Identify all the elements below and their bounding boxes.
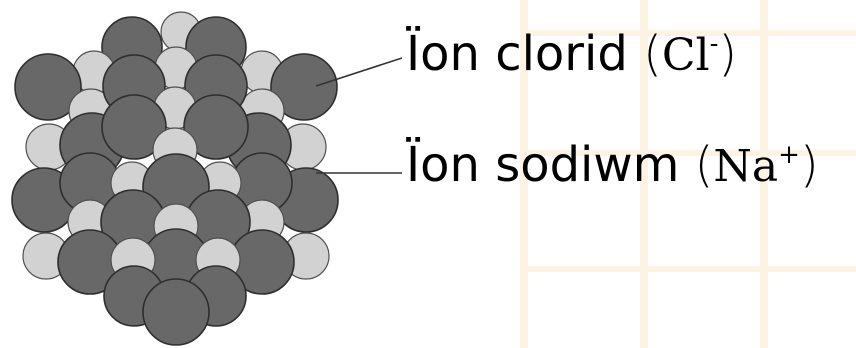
- chloride-ion-sphere: [270, 53, 338, 121]
- open-paren: (: [694, 137, 714, 193]
- chloride-leader-line: [315, 57, 403, 87]
- sodium-ion-name: Ïon sodiwm: [406, 137, 680, 193]
- chloride-charge: -: [709, 29, 719, 59]
- chloride-ion-sphere: [183, 94, 249, 160]
- sodium-symbol: Na: [713, 141, 779, 192]
- chloride-symbol: Cl: [661, 30, 710, 81]
- sodium-charge: +: [778, 140, 800, 170]
- chloride-ion-name: Ïon clorid: [406, 26, 628, 82]
- chloride-ion-sphere: [142, 278, 210, 346]
- close-paren: ): [718, 26, 738, 82]
- faint-grid-pattern: [520, 0, 856, 348]
- chloride-ion-sphere: [101, 94, 167, 160]
- chloride-ion-label: Ïon clorid (Cl-): [406, 30, 737, 78]
- chloride-ion-sphere: [14, 53, 82, 121]
- sodium-ion-label: Ïon sodiwm (Na+): [406, 141, 819, 189]
- open-paren: (: [643, 26, 662, 82]
- close-paren: ): [799, 137, 819, 193]
